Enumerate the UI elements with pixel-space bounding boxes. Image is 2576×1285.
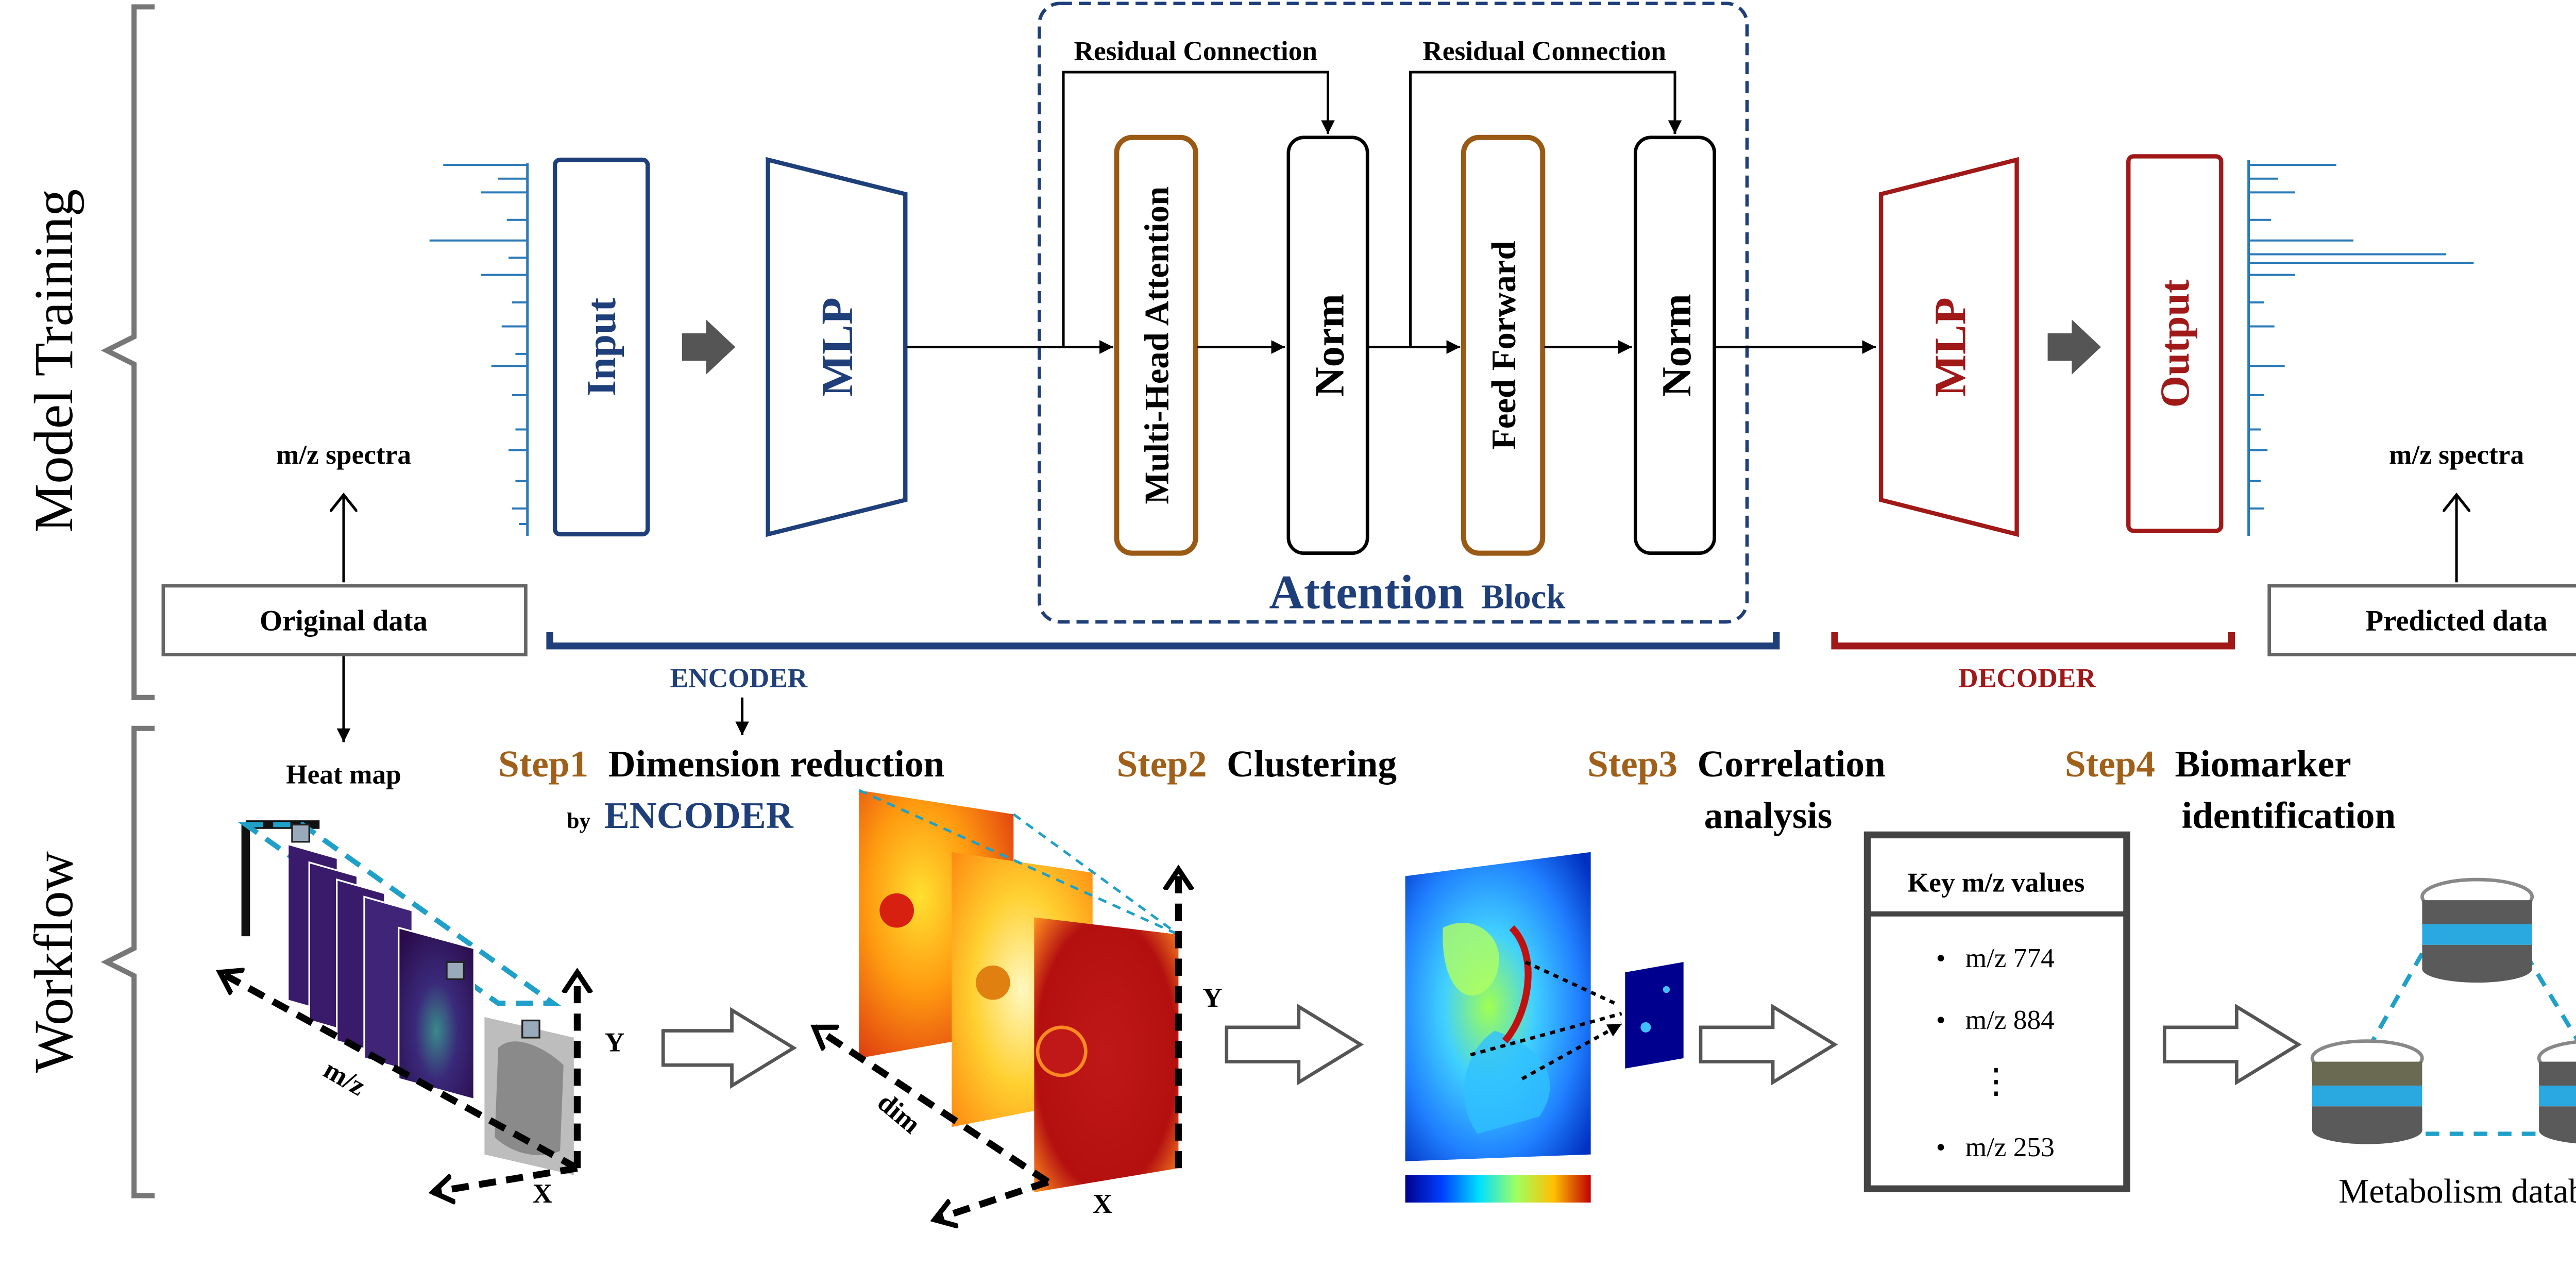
input-block: Input	[552, 157, 650, 537]
step3-line2: analysis	[1704, 794, 1833, 836]
workflow-arrow-1	[661, 1007, 797, 1089]
step1-subtitle: by ENCODER	[567, 794, 793, 836]
grayscale-slice	[484, 1017, 574, 1175]
heat-map-stack	[220, 820, 578, 1192]
axis-x-label-2: X	[1093, 1188, 1113, 1219]
workflow-arrow-3	[1699, 1003, 1838, 1086]
norm-block-2: Norm	[1633, 136, 1717, 555]
decoder-mlp-block: MLP	[1878, 157, 2019, 537]
residual-connection-2	[1409, 71, 1682, 347]
encoder-bracket	[546, 632, 1780, 650]
step1-title: Step1 Dimension reduction	[498, 743, 944, 785]
attention-block-title: Attention Block	[1269, 566, 1565, 619]
key-mz-bullet: •	[1936, 1004, 1946, 1035]
axis-x-label-1: X	[533, 1178, 553, 1209]
spectra-label-right: m/z spectra	[2389, 439, 2524, 470]
axis-dim-label: dim	[872, 1087, 927, 1140]
original-data-box: Original data	[161, 584, 528, 656]
database-icon	[2537, 1040, 2576, 1144]
key-mz-values-box: Key m/z values • m/z 774 • m/z 884 ⋮ • m…	[1863, 831, 2130, 1192]
input-spectrum-plot	[429, 163, 529, 536]
mlp-to-output-arrow	[2047, 319, 2101, 375]
workflow-arrow-4	[2162, 1003, 2302, 1086]
norm-block-1: Norm	[1286, 136, 1369, 555]
multi-head-attention-label: Multi-Head Attention	[1138, 187, 1176, 504]
heat-map-label: Heat map	[286, 758, 401, 789]
model-training-label: Model Training	[24, 189, 84, 533]
attention-word: Attention	[1269, 566, 1464, 619]
output-block: Output	[2126, 154, 2224, 533]
key-mz-ellipsis: ⋮	[1979, 1063, 2013, 1101]
step4-line2: identification	[2182, 794, 2396, 836]
step3-title: Step3 Correlation	[1587, 743, 1886, 785]
step4-title: Step4 Biomarker	[2065, 743, 2351, 785]
norm-label-2: Norm	[1654, 294, 1700, 397]
metabolism-database-label: Metabolism database	[2338, 1173, 2576, 1210]
key-mz-value: m/z 774	[1965, 942, 2054, 973]
encoder-mlp-block: MLP	[766, 157, 908, 537]
feed-forward-block: Feed Forward	[1461, 134, 1546, 556]
axis-y-label-2: Y	[1202, 982, 1223, 1013]
original-data-label: Original data	[260, 605, 428, 637]
input-label: Input	[579, 298, 624, 397]
key-mz-bullet: •	[1936, 1131, 1946, 1162]
key-mz-value: m/z 884	[1965, 1004, 2054, 1035]
step1-tag: Step1	[498, 743, 588, 785]
decoder-bracket	[1831, 632, 2235, 650]
key-mz-title: Key m/z values	[1908, 867, 2085, 898]
predicted-data-box: Predicted data	[2267, 584, 2576, 656]
key-mz-bullet: •	[1936, 942, 1946, 973]
workflow-arrow-2	[1225, 1003, 1364, 1086]
step1-by: by	[567, 808, 590, 833]
axis-mz-label: m/z	[318, 1054, 371, 1102]
step4-line1: Biomarker	[2175, 743, 2351, 785]
step2-tag: Step2	[1116, 743, 1207, 785]
residual-connection-1	[1062, 71, 1335, 347]
correlation-small-map	[1625, 962, 1684, 1069]
step2-text: Clustering	[1227, 743, 1397, 785]
step3-tag: Step3	[1587, 743, 1677, 785]
model-training-bracket	[100, 4, 155, 700]
key-mz-value: m/z 253	[1965, 1131, 2054, 1162]
output-spectrum-plot	[2247, 160, 2474, 536]
predicted-data-label: Predicted data	[2366, 605, 2548, 637]
encoder-bracket-label: ENCODER	[670, 663, 808, 694]
step3-line1: Correlation	[1698, 743, 1886, 785]
decoder-bracket-label: DECODER	[1958, 663, 2096, 694]
residual-label-2: Residual Connection	[1422, 36, 1666, 66]
multi-head-attention-block: Multi-Head Attention	[1114, 134, 1198, 556]
metabolism-database-network	[2310, 877, 2576, 1144]
workflow-bracket	[100, 725, 155, 1198]
mz-slice	[398, 926, 476, 1101]
database-icon	[2420, 877, 2534, 983]
norm-label-1: Norm	[1308, 294, 1353, 397]
spectra-label-left: m/z spectra	[276, 439, 411, 470]
feed-forward-label: Feed Forward	[1485, 241, 1523, 449]
input-to-mlp-arrow	[682, 319, 736, 375]
block-word: Block	[1481, 578, 1565, 616]
output-label: Output	[2153, 279, 2198, 408]
dimension-reduction-maps	[815, 789, 1179, 1220]
workflow-label: Workflow	[24, 851, 84, 1073]
step4-tag: Step4	[2065, 743, 2155, 785]
step2-title: Step2 Clustering	[1116, 743, 1397, 785]
axis-y-label-1: Y	[605, 1027, 625, 1058]
database-icon	[2310, 1039, 2424, 1144]
decoder-mlp-label: MLP	[1925, 297, 1975, 397]
step1-encoder: ENCODER	[604, 794, 794, 836]
encoder-mlp-label: MLP	[812, 297, 862, 397]
residual-label-1: Residual Connection	[1074, 36, 1317, 66]
correlation-map	[1405, 852, 1622, 1203]
step1-text: Dimension reduction	[608, 743, 945, 785]
